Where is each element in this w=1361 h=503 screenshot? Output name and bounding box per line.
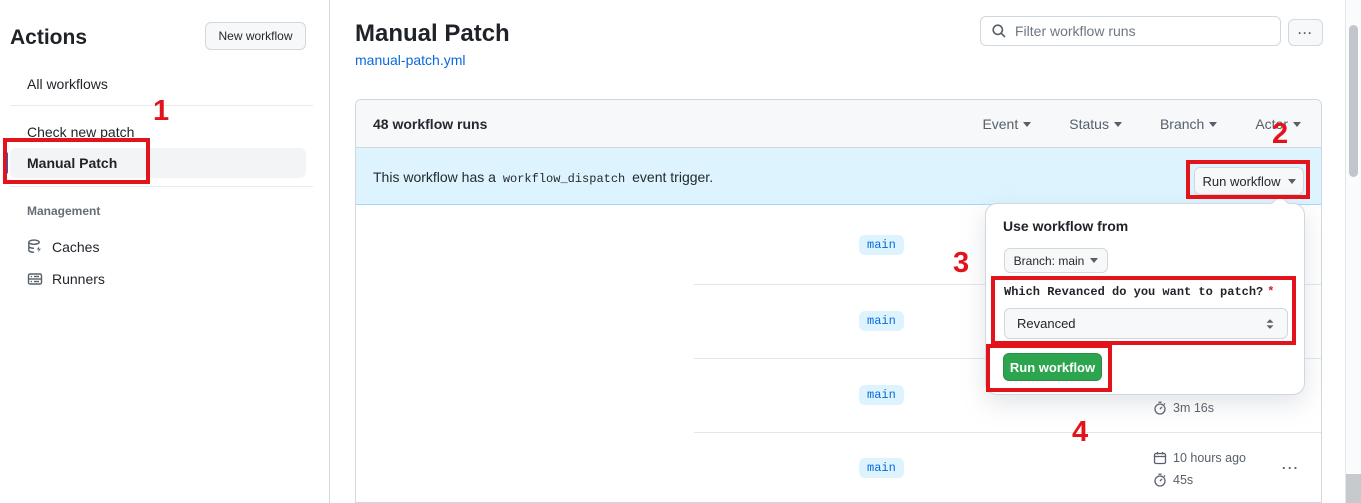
search-input[interactable] (1015, 23, 1270, 39)
required-marker: * (1267, 285, 1275, 299)
branch-badge[interactable]: main (859, 311, 904, 331)
popover-title: Use workflow from (1003, 218, 1129, 234)
run-time: 10 hours ago (1173, 451, 1246, 465)
runs-count: 48 workflow runs (373, 115, 488, 132)
sidebar-divider (10, 105, 313, 106)
revanced-select[interactable]: Revanced (1004, 308, 1288, 339)
sidebar-item-caches[interactable]: Caches (27, 232, 307, 262)
chevron-down-icon (1090, 258, 1099, 263)
run-filters: Event Status Branch Actor (982, 100, 1301, 148)
calendar-icon (1153, 451, 1167, 465)
scrollbar-thumb[interactable] (1349, 25, 1358, 177)
row-divider (694, 432, 1321, 433)
page-more-options-button[interactable]: ··· (1288, 19, 1323, 46)
branch-badge[interactable]: main (859, 385, 904, 405)
search-icon (991, 23, 1007, 39)
sidebar-item-runners[interactable]: Runners (27, 264, 307, 294)
workflow-file-link[interactable]: manual-patch.yml (355, 52, 466, 68)
sidebar-title: Actions (10, 26, 88, 49)
selected-item-accent-bar (4, 152, 8, 174)
filter-status-dropdown[interactable]: Status (1069, 116, 1122, 132)
workflow-input-label: Which Revanced do you want to patch?* (1004, 285, 1275, 299)
select-updown-icon (1263, 317, 1277, 331)
runs-table-header: 48 workflow runs Event Status Branch Act… (356, 100, 1321, 148)
chevron-down-icon (1023, 121, 1032, 127)
chevron-down-icon (1209, 121, 1218, 127)
filter-event-dropdown[interactable]: Event (982, 116, 1032, 132)
server-icon (27, 271, 43, 287)
sidebar-item-all-workflows[interactable]: All workflows (10, 69, 306, 99)
sidebar-item-label: Runners (52, 271, 105, 287)
vertical-scrollbar[interactable] (1345, 0, 1361, 503)
run-more-options-button[interactable]: ··· (1282, 460, 1300, 476)
workflow-run-row[interactable]: main (356, 205, 1321, 284)
run-meta: 3m 16s (1153, 400, 1303, 422)
banner-text: This workflow has a workflow_dispatch ev… (373, 169, 714, 186)
cache-icon (27, 239, 43, 255)
sidebar-item-label: Check new patch (27, 124, 135, 140)
stopwatch-icon (1153, 473, 1167, 487)
filter-runs-searchbox[interactable] (980, 16, 1281, 46)
chevron-down-icon (1113, 121, 1122, 127)
sidebar-item-manual-patch[interactable]: Manual Patch (10, 148, 306, 178)
sidebar-item-label: Caches (52, 239, 100, 255)
actions-sidebar: Actions New workflow All workflows Check… (0, 0, 330, 503)
run-duration: 3m 16s (1173, 401, 1214, 415)
run-workflow-dropdown-button[interactable]: Run workflow (1194, 167, 1304, 195)
event-trigger-code: workflow_dispatch (502, 172, 626, 186)
sidebar-divider (10, 186, 313, 187)
branch-select-button[interactable]: Branch: main (1004, 248, 1108, 273)
run-workflow-popover: Use workflow from Branch: main Which Rev… (985, 194, 1305, 395)
workflow-runs-card: 48 workflow runs Event Status Branch Act… (355, 99, 1322, 503)
run-workflow-submit-button[interactable]: Run workflow (1003, 353, 1102, 381)
new-workflow-button[interactable]: New workflow (205, 22, 306, 50)
scrollbar-bottom-block (1346, 474, 1361, 503)
sidebar-item-label: All workflows (27, 76, 108, 92)
chevron-down-icon (1293, 121, 1301, 127)
select-value: Revanced (1017, 316, 1076, 331)
sidebar-item-label: Manual Patch (27, 155, 118, 171)
workflow-dispatch-banner: This workflow has a workflow_dispatch ev… (356, 148, 1321, 205)
run-duration: 45s (1173, 473, 1194, 487)
management-section-label: Management (27, 204, 101, 218)
workflow-title: Manual Patch (355, 20, 510, 47)
filter-actor-dropdown[interactable]: Actor (1255, 116, 1301, 132)
branch-badge[interactable]: main (859, 234, 904, 255)
workflow-run-row[interactable]: main 10 hours ago 45 (356, 432, 1321, 502)
run-meta: 10 hours ago 45s (1153, 450, 1303, 494)
stopwatch-icon (1153, 401, 1167, 415)
chevron-down-icon (1287, 178, 1296, 184)
branch-badge[interactable]: main (859, 458, 904, 478)
sidebar-item-check-new-patch[interactable]: Check new patch (10, 117, 306, 147)
filter-branch-dropdown[interactable]: Branch (1160, 116, 1218, 132)
